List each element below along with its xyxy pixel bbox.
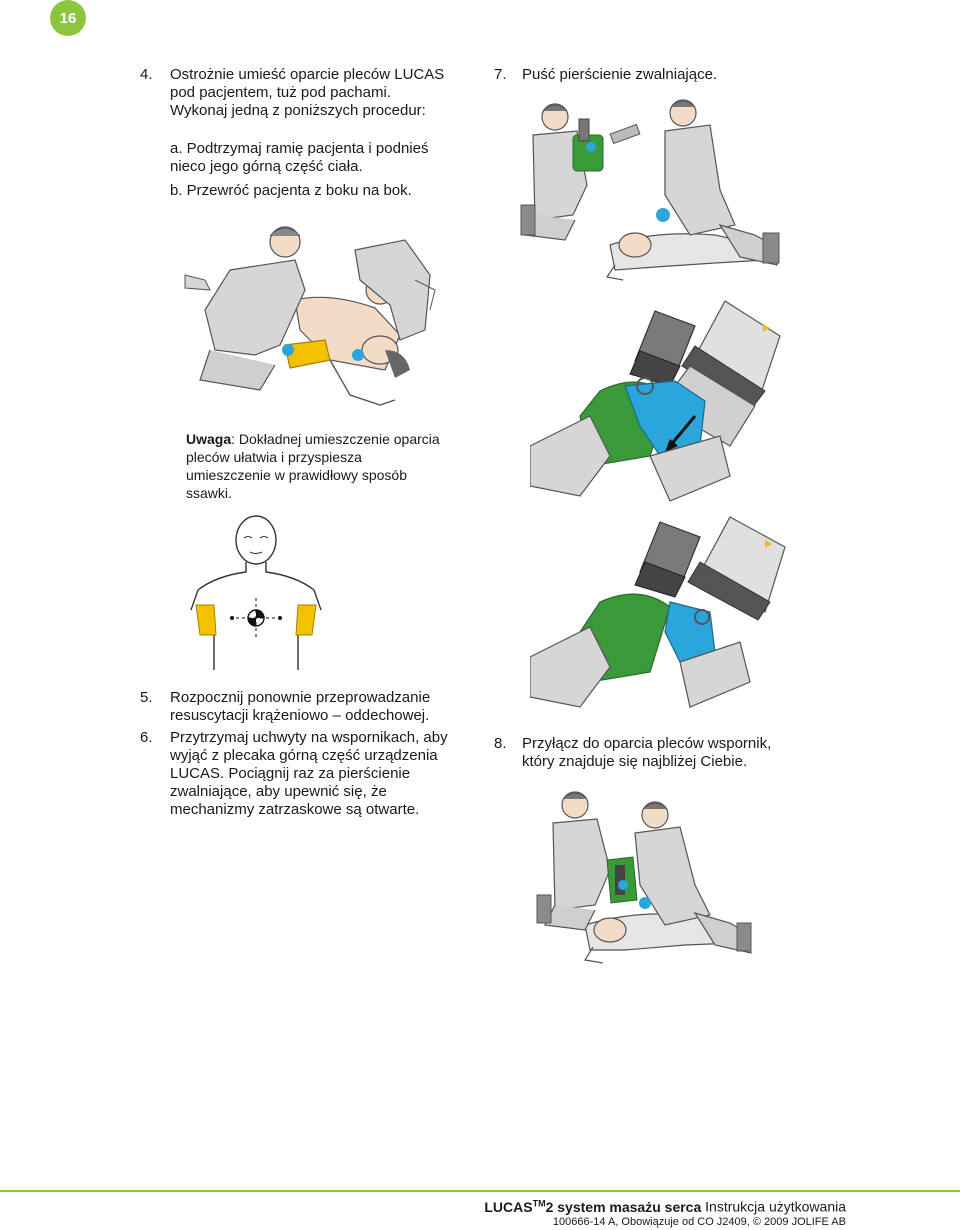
step-8-text: Przyłącz do oparcia pleców wspornik, któ…: [522, 735, 772, 770]
step-4a-text: a. Podtrzymaj ramię pacjenta i podnieś n…: [170, 140, 429, 175]
illustration-place-back-plate: [184, 226, 436, 406]
step-8-number: 8.: [494, 735, 507, 752]
note-text: Uwaga: Dokładnej umieszczenie oparcia pl…: [186, 430, 446, 502]
footer-doc: Instrukcja użytkowania: [705, 1198, 846, 1215]
illustration-release-ring-closeup-2: [530, 516, 786, 708]
step-7-number: 7.: [494, 66, 507, 83]
step-5-text: Rozpocznij ponownie przeprowadzanie resu…: [170, 689, 431, 724]
illustration-attach-support-leg: [536, 791, 752, 964]
step-6-number: 6.: [140, 729, 153, 746]
step-5-number: 5.: [140, 689, 153, 706]
footer-brand: LUCAS: [484, 1198, 533, 1215]
step-7-text: Puść pierścienie zwalniające.: [522, 66, 718, 83]
note-label: Uwaga: [186, 431, 232, 447]
illustration-chest-position: [190, 515, 322, 670]
step-6-text: Przytrzymaj uchwyty na wspornikach, aby …: [170, 729, 448, 818]
footer-divider: [0, 1190, 960, 1192]
step-4-text: Ostrożnie umieść oparcie pleców LUCAS po…: [170, 66, 445, 119]
illustration-release-rings: [520, 99, 780, 281]
page-number: 16: [59, 9, 77, 27]
footer-reference: 100666-14 A, Obowiązuje od CO J2409, © 2…: [552, 1216, 846, 1228]
illustration-release-ring-closeup-1: [530, 300, 781, 502]
page-number-badge: 16: [50, 0, 86, 36]
step-4-number: 4.: [140, 66, 153, 83]
footer-title: LUCASTM2 system masażu serca Instrukcja …: [484, 1198, 846, 1215]
footer-tm: TM: [532, 1198, 546, 1208]
footer-model: 2 system masażu serca: [545, 1198, 702, 1215]
step-4b-text: b. Przewróć pacjenta z boku na bok.: [170, 182, 412, 199]
note-body: : Dokładnej umieszczenie oparcia pleców …: [186, 431, 440, 501]
